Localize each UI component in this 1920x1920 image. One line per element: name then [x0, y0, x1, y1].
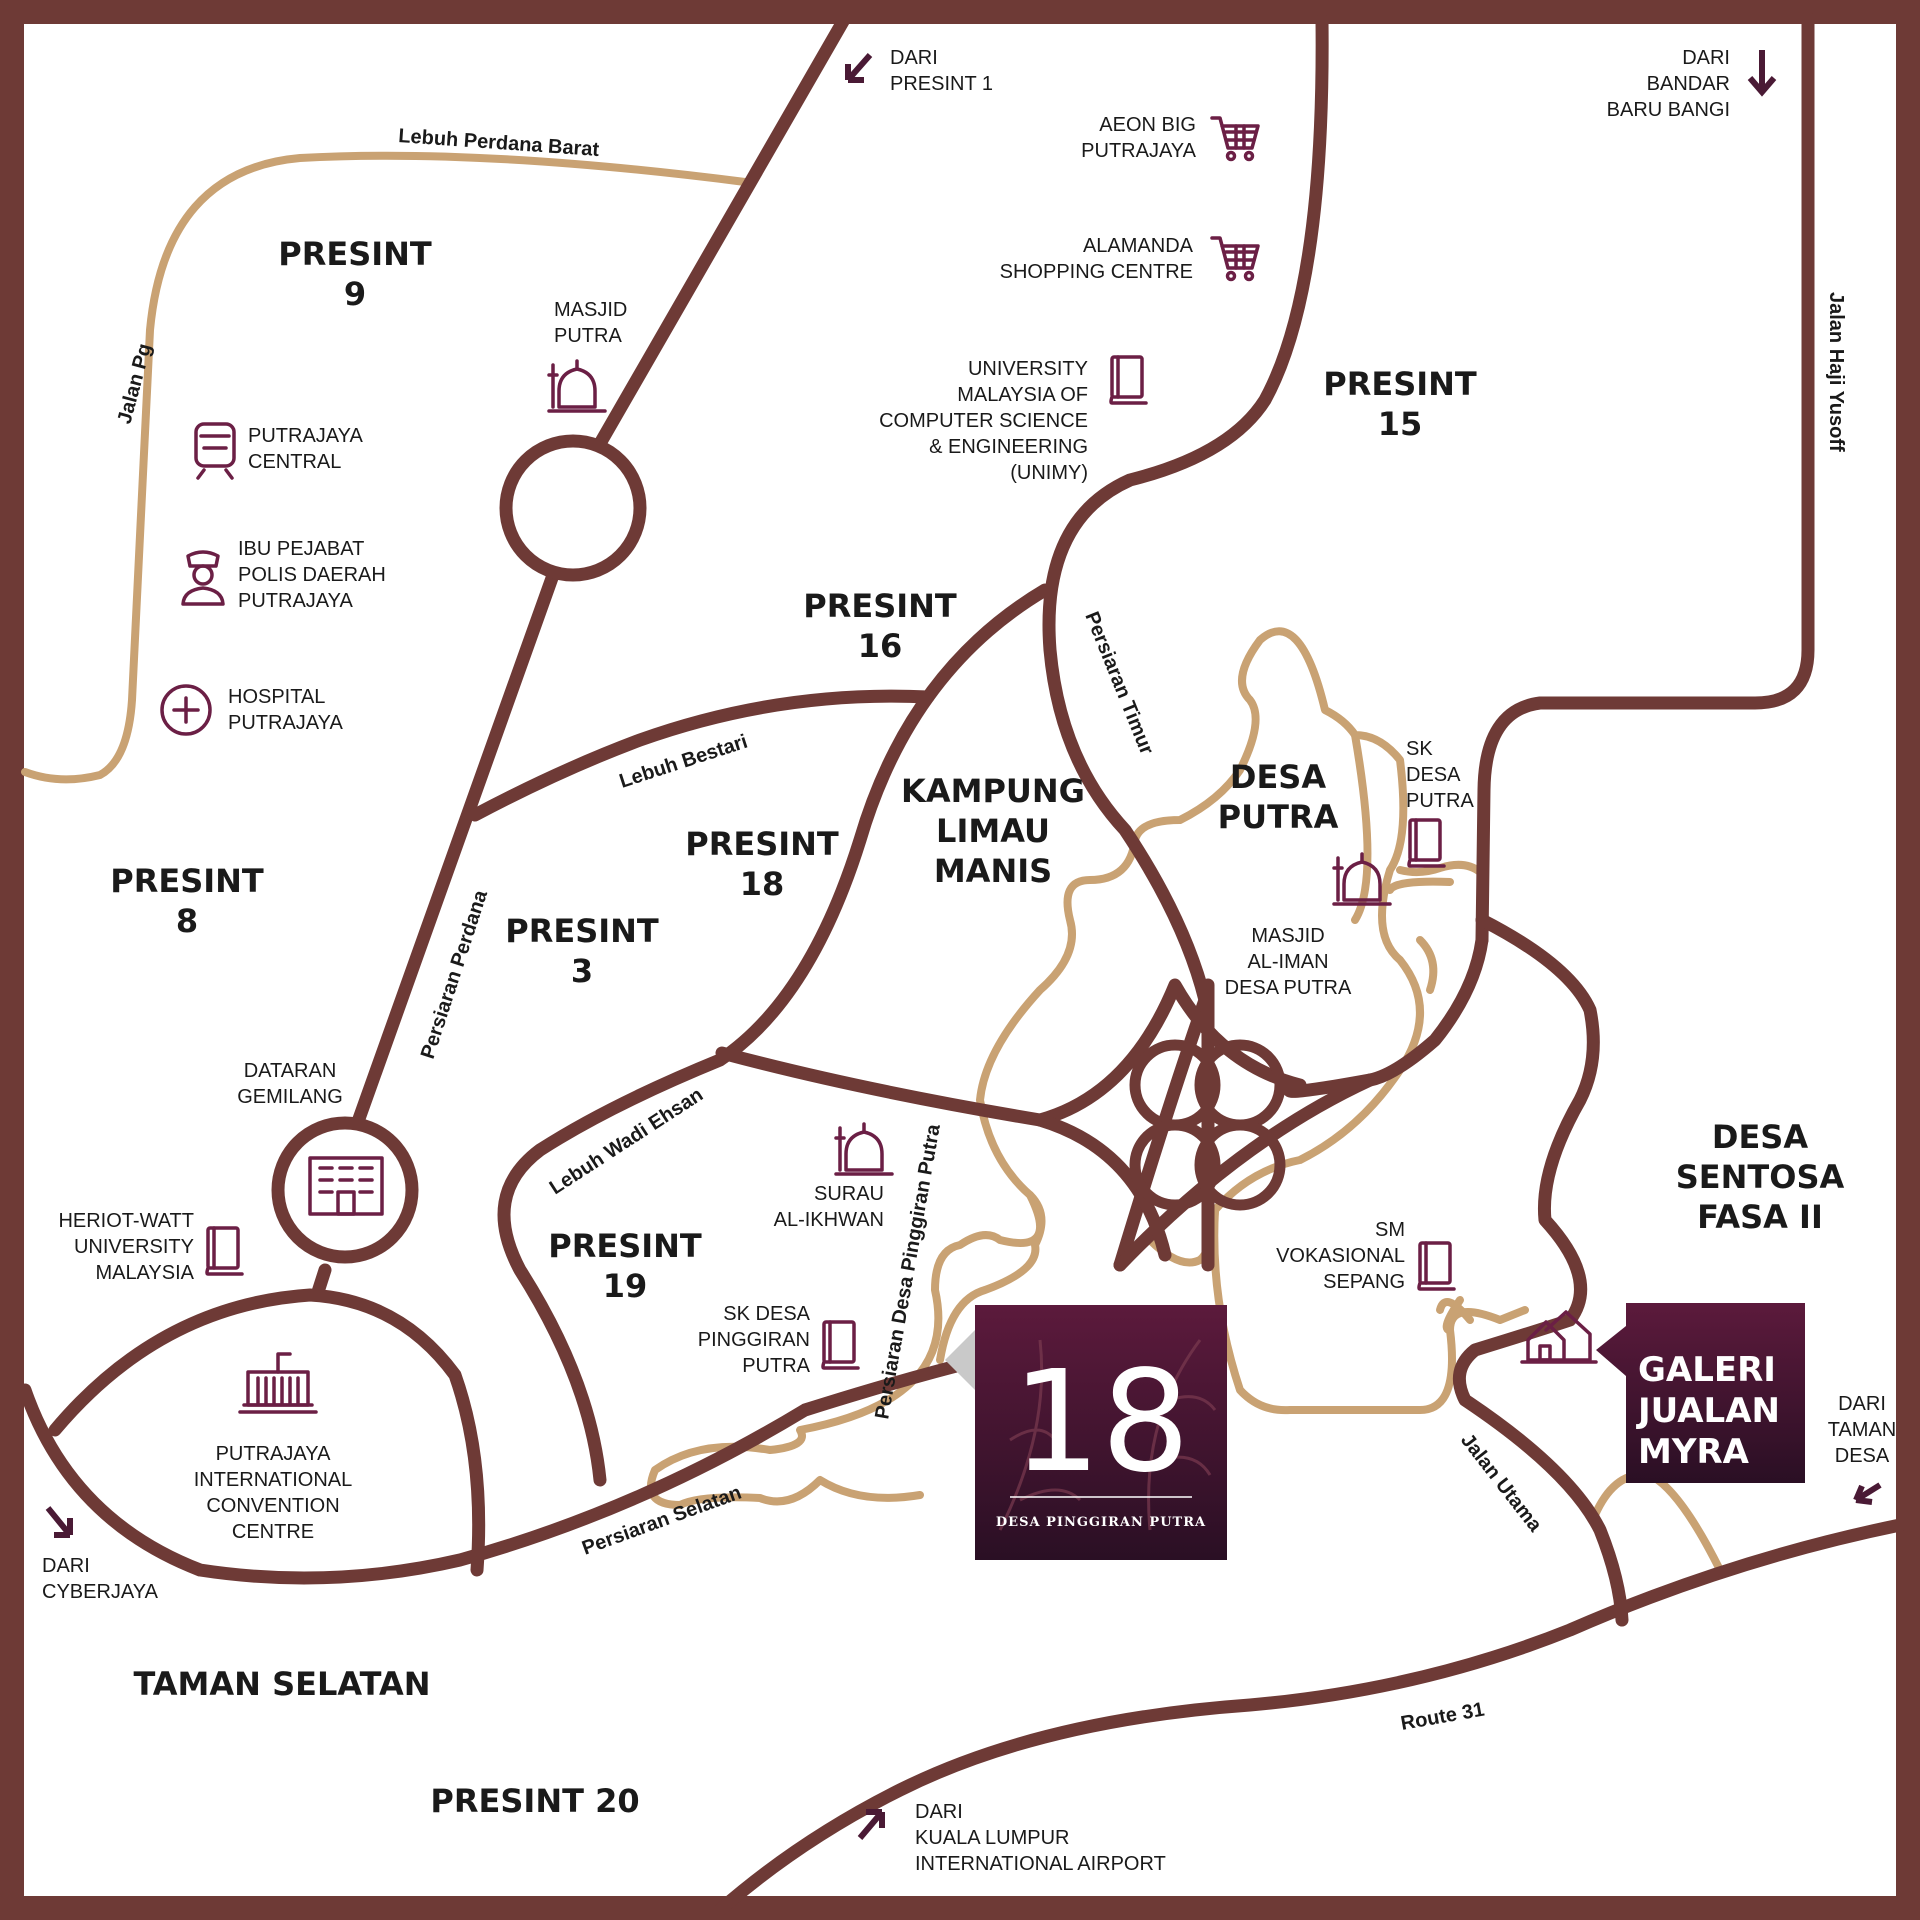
marker-pointer: [945, 1305, 975, 1390]
area-presint-20: PRESINT 20: [430, 1782, 639, 1820]
masjid-putra-roundabout: [499, 434, 647, 582]
road-label-persiaran-timur: Persiaran Timur: [1080, 609, 1157, 758]
book-icon: [821, 1320, 860, 1370]
project-number: 18: [1012, 1341, 1190, 1504]
police-officer-icon: [181, 550, 225, 606]
area-taman-selatan: TAMAN SELATAN: [133, 1665, 430, 1703]
mosque-icon: [834, 1122, 894, 1176]
dataran-gemilang-roundabout: [271, 1116, 419, 1264]
leaf-pattern: [998, 1339, 1217, 1531]
arrow-from-bangi-icon: [1747, 50, 1777, 97]
project-18-marker: 18 DESA PINGGIRAN PUTRA: [945, 1305, 1227, 1560]
arrow-from-taman-desa-icon: [1853, 1482, 1882, 1505]
main-roads: [18, 11, 1907, 1917]
interchange: [1033, 978, 1377, 1272]
book-icon: [1407, 818, 1446, 868]
mosque-icon: [547, 359, 607, 413]
shopping-cart-icon: [1210, 116, 1260, 162]
project-name: DESA PINGGIRAN PUTRA: [996, 1515, 1206, 1530]
arrow-from-klia-icon: [857, 1809, 885, 1840]
hospital-cross-icon: [160, 684, 212, 736]
train-icon: [194, 422, 236, 480]
book-icon: [1417, 1241, 1456, 1291]
convention-centre-icon: [238, 1352, 318, 1414]
project-logo-box: [975, 1305, 1227, 1560]
building-icon: [308, 1156, 384, 1216]
road-label-route-31: Route 31: [1399, 1699, 1486, 1735]
arrow-from-presint-1-icon: [845, 53, 873, 83]
road-label-persiaran-selatan: Persiaran Selatan: [579, 1482, 744, 1560]
book-icon: [205, 1226, 244, 1276]
houses-icon: [1520, 1310, 1598, 1364]
arrow-from-cyberjaya-icon: [45, 1506, 73, 1538]
book-icon: [1109, 355, 1148, 405]
road-label-jalan-haji-yusoff: Jalan Haji Yusoff: [1825, 292, 1847, 452]
galeri-box: [1596, 1303, 1805, 1483]
shopping-cart-icon: [1210, 236, 1260, 282]
